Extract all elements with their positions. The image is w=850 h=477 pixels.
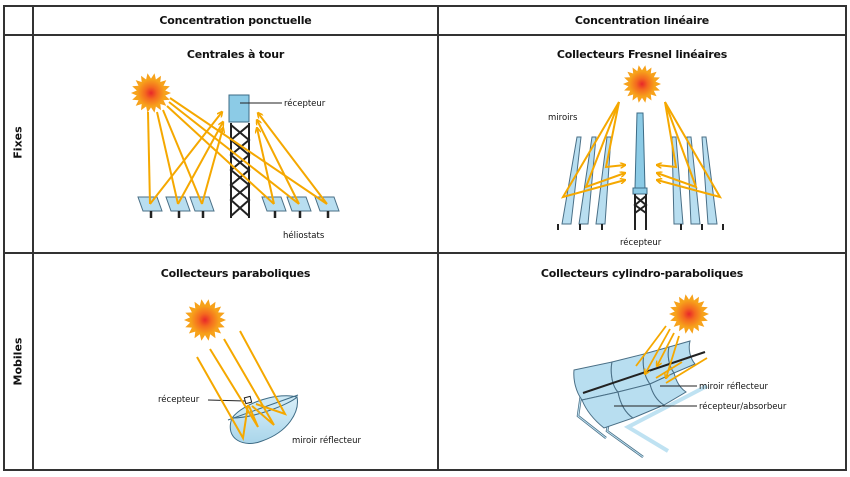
- fresnel-diagram: miroirs récepteur: [548, 65, 724, 248]
- heliostats-label: héliostats: [283, 230, 325, 241]
- sun-icon: [184, 299, 226, 341]
- tower-receiver-label: récepteur: [284, 98, 326, 109]
- row-divider: [3, 252, 847, 254]
- tower-diagram: récepteur héliostats: [131, 73, 340, 241]
- parabolic-rays: [196, 330, 288, 442]
- tower-title: Centrales à tour: [186, 48, 285, 61]
- trough-diagram: miroir réflecteur récepteur/absorbeur: [573, 294, 787, 459]
- heliostat: [189, 196, 215, 218]
- heliostat: [314, 196, 340, 218]
- trough-mirror-label: miroir réflecteur: [699, 381, 768, 392]
- fresnel-receiver: [634, 112, 646, 189]
- sun-core: [629, 71, 655, 97]
- sun-icon: [131, 73, 171, 113]
- tower-rays: [147, 97, 328, 205]
- fresnel-rays: [560, 101, 723, 199]
- tower-receiver: [228, 94, 250, 123]
- mirror-supports: [557, 224, 724, 230]
- parabolic-receiver-label: récepteur: [158, 394, 200, 405]
- trough-receiver-label: récepteur/absorbeur: [699, 401, 787, 412]
- sun-core: [137, 79, 165, 107]
- dish-receiver-leader: [207, 399, 246, 402]
- fresnel-receiver-base: [632, 187, 648, 195]
- fresnel-mirrors-label: miroirs: [548, 113, 578, 123]
- dish-receiver: [243, 395, 253, 405]
- sun-icon: [669, 294, 709, 334]
- column-divider: [437, 5, 439, 471]
- trough-title: Collecteurs cylindro-paraboliques: [540, 267, 744, 280]
- parabolic-title: Collecteurs paraboliques: [160, 267, 311, 280]
- parabolic-dish: [229, 396, 298, 444]
- parabolic-mirror-label: miroir réflecteur: [292, 435, 361, 446]
- fresnel-tower-structure: [633, 194, 648, 230]
- header-row-divider: [3, 34, 847, 36]
- sun-core: [675, 300, 703, 328]
- heliostat: [286, 196, 312, 218]
- fresnel-title: Collecteurs Fresnel linéaires: [556, 48, 728, 61]
- parabolic-diagram: récepteur miroir réflecteur: [158, 299, 361, 446]
- column-header-point-concentration: Concentration ponctuelle: [159, 14, 312, 27]
- sun-icon: [623, 65, 661, 103]
- sun-core: [190, 305, 220, 335]
- trough-mirrors: [573, 340, 696, 429]
- column-header-linear-concentration: Concentration linéaire: [574, 14, 710, 27]
- row-header-divider: [32, 5, 34, 471]
- fresnel-receiver-label: récepteur: [620, 237, 662, 248]
- trough-rays: [635, 325, 708, 384]
- trough-ground-pipe: [623, 384, 708, 453]
- tower-structure: [229, 123, 251, 218]
- comparison-table: [3, 5, 847, 471]
